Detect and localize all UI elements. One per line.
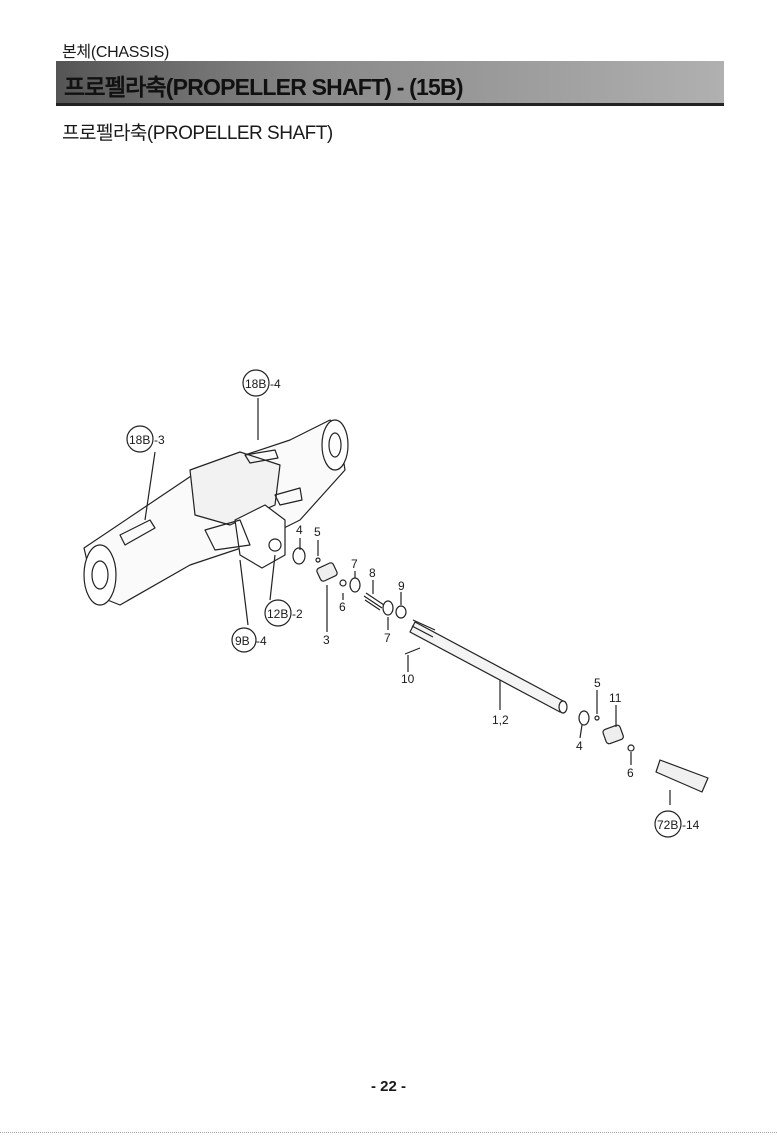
title-bar: 프로펠라축(PROPELLER SHAFT) - (15B) [56, 61, 724, 106]
scan-edge [0, 1132, 777, 1137]
callout-7b: 7 [384, 631, 391, 645]
callout-3: 3 [323, 633, 330, 647]
section-label: 본체(CHASSIS) [62, 44, 170, 61]
ring-7a [349, 577, 361, 593]
page-number: - 22 - [370, 1078, 406, 1095]
callout-8: 8 [369, 566, 376, 580]
ref-code-18b-4: 18B [245, 377, 266, 391]
ref-suffix-18b-3: -3 [154, 433, 165, 447]
seal-4a [292, 547, 306, 565]
bolt-10 [404, 647, 421, 655]
pin-5b [594, 715, 600, 721]
callout-7a: 7 [351, 557, 358, 571]
snap-6b [627, 744, 635, 752]
spline-shaft [655, 759, 709, 793]
callout-9: 9 [398, 579, 405, 593]
ref-code-12b-2: 12B [267, 607, 288, 621]
ref-suffix-12b-2: -2 [292, 607, 303, 621]
callout-6a: 6 [339, 600, 346, 614]
callout-1-2: 1,2 [492, 713, 509, 727]
washer-7b [382, 600, 394, 616]
ring-9 [395, 605, 407, 619]
ref-suffix-72b-14: -14 [682, 818, 700, 832]
page-subtitle: 프로펠라축(PROPELLER SHAFT) [62, 123, 333, 144]
callout-4b: 4 [576, 739, 583, 753]
seal-4b [578, 710, 590, 726]
callout-11: 11 [609, 691, 622, 705]
axle-housing [83, 419, 349, 606]
ref-suffix-9b-4: -4 [256, 634, 267, 648]
snap-6a [339, 579, 347, 587]
spline-8 [363, 592, 385, 611]
callout-10: 10 [401, 672, 415, 686]
page-title: 프로펠라축(PROPELLER SHAFT) - (15B) [64, 74, 464, 100]
propeller-shaft [409, 619, 568, 714]
yoke-11 [602, 724, 624, 745]
callout-6b: 6 [627, 766, 634, 780]
ref-code-18b-3: 18B [129, 433, 150, 447]
ref-suffix-18b-4: -4 [270, 377, 281, 391]
ref-code-72b-14: 72B [657, 818, 678, 832]
callout-4a: 4 [296, 523, 303, 537]
callout-5b: 5 [594, 676, 601, 690]
ref-code-9b-4: 9B [235, 634, 250, 648]
callout-5a: 5 [314, 525, 321, 539]
pin-5a [315, 557, 321, 563]
yoke-3 [316, 562, 338, 582]
